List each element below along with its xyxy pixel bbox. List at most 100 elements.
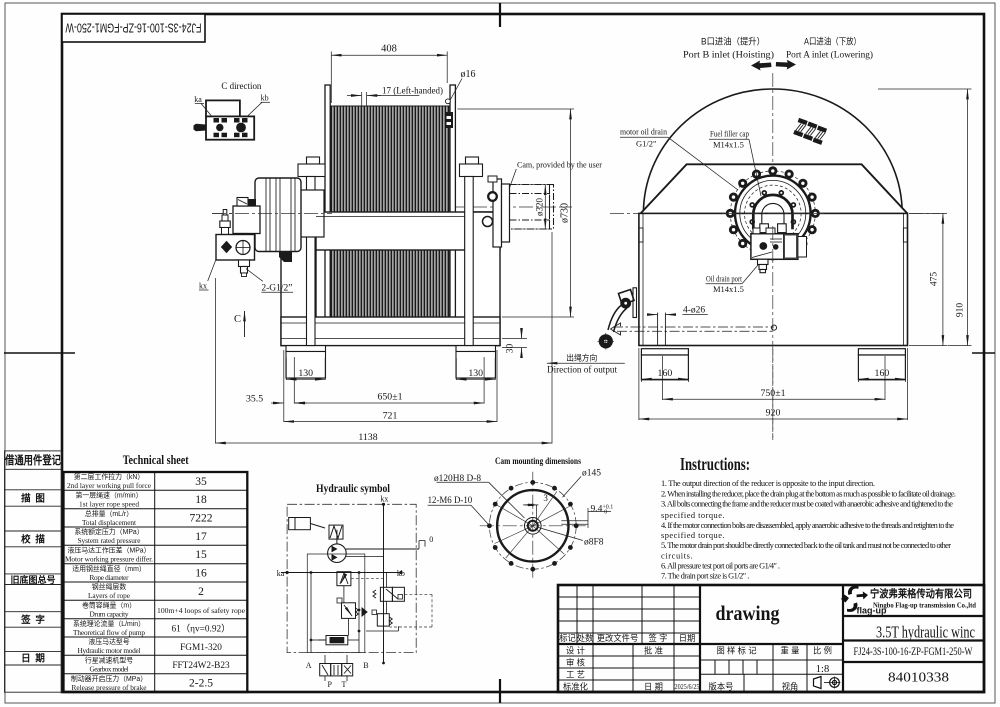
- svg-text:0: 0: [429, 535, 433, 544]
- svg-text:ø730: ø730: [560, 203, 571, 223]
- svg-text:650±1: 650±1: [378, 392, 403, 403]
- svg-text:借通用件登记: 借通用件登记: [4, 453, 61, 467]
- svg-text:5. The motor drain port should: 5. The motor drain port should be direct…: [661, 541, 951, 550]
- svg-text:Motor working pressure differ.: Motor working pressure differ.: [65, 555, 153, 564]
- svg-text:旧底图总号: 旧底图总号: [10, 574, 55, 585]
- svg-text:版本号: 版本号: [709, 682, 734, 692]
- svg-text:Hydraulic motor model: Hydraulic motor model: [78, 646, 141, 655]
- svg-text:475: 475: [930, 272, 940, 287]
- svg-text:17: 17: [195, 531, 207, 543]
- svg-text:Instructions:: Instructions:: [680, 454, 750, 474]
- svg-text:4. If the motor connection bol: 4. If the motor connection bolts are dis…: [661, 521, 954, 530]
- svg-text:Hydraulic symbol: Hydraulic symbol: [316, 481, 391, 495]
- svg-text:第一层绳速（m/min）: 第一层绳速（m/min）: [76, 491, 143, 500]
- svg-text:日 期: 日 期: [21, 653, 45, 665]
- svg-text:Port B inlet (Hoisting): Port B inlet (Hoisting): [683, 50, 774, 60]
- svg-text:Technical sheet: Technical sheet: [123, 453, 190, 467]
- svg-text:30: 30: [506, 344, 516, 354]
- svg-text:specified torque.: specified torque.: [661, 531, 725, 540]
- svg-text:签 字: 签 字: [20, 614, 45, 626]
- svg-text:35: 35: [195, 476, 207, 488]
- svg-text:motor oil drain: motor oil drain: [620, 127, 668, 137]
- svg-text:circuits.: circuits.: [661, 552, 693, 561]
- svg-text:标记: 标记: [559, 633, 576, 643]
- svg-text:卷筒容绳量（m）: 卷筒容绳量（m）: [82, 601, 136, 610]
- svg-text:Total displacement: Total displacement: [82, 518, 136, 527]
- svg-text:3. All bolts connecting the fr: 3. All bolts connecting the frame and th…: [661, 500, 953, 509]
- svg-text:3: 3: [543, 493, 548, 503]
- svg-text:ø145: ø145: [582, 469, 601, 479]
- svg-text:日期: 日期: [679, 633, 696, 643]
- svg-text:A: A: [306, 661, 312, 670]
- svg-text:1. The output direction of the: 1. The output direction of the reducer i…: [661, 479, 875, 488]
- svg-text:液压马达工作压差（MPa）: 液压马达工作压差（MPa）: [67, 546, 150, 555]
- svg-text:130: 130: [468, 368, 483, 379]
- svg-text:9.4+0.10: 9.4+0.10: [591, 505, 614, 516]
- svg-text:12-M6 D-10: 12-M6 D-10: [428, 496, 473, 506]
- svg-text:2. When installing the reducer: 2. When installing the reducer, place th…: [661, 490, 956, 499]
- svg-text:16: 16: [195, 568, 207, 580]
- svg-text:2nd layer working pull force: 2nd layer working pull force: [67, 481, 151, 490]
- svg-text:A口进油（下放）: A口进油（下放）: [804, 36, 861, 47]
- svg-text:FJ24-3S-100-16-ZP-FGM1-250-W: FJ24-3S-100-16-ZP-FGM1-250-W: [854, 646, 973, 658]
- svg-text:批 准: 批 准: [644, 646, 663, 656]
- svg-text:ka: ka: [194, 95, 202, 104]
- svg-text:Theoretical flow of pump: Theoretical flow of pump: [73, 628, 145, 637]
- svg-text:2-2.5: 2-2.5: [189, 678, 213, 690]
- svg-text:ka: ka: [277, 569, 285, 578]
- svg-text:比 例: 比 例: [813, 646, 832, 656]
- svg-text:Gearbox model: Gearbox model: [90, 665, 129, 674]
- svg-text:1:8: 1:8: [816, 664, 829, 675]
- svg-text:721: 721: [383, 411, 398, 422]
- svg-text:61（ηv=0.92）: 61（ηv=0.92）: [172, 624, 231, 635]
- svg-text:Oil drain port: Oil drain port: [706, 274, 742, 284]
- svg-text:15: 15: [195, 549, 207, 561]
- svg-text:视角: 视角: [782, 682, 799, 692]
- svg-text:Direction of output: Direction of output: [547, 364, 617, 374]
- svg-text:408: 408: [381, 44, 397, 55]
- svg-text:FFT24W2-B23: FFT24W2-B23: [172, 661, 230, 671]
- svg-text:4-ø26: 4-ø26: [683, 306, 705, 316]
- svg-text:描 图: 描 图: [21, 493, 45, 505]
- svg-text:液压马达型号: 液压马达型号: [88, 637, 129, 646]
- svg-text:Port A inlet (Lowering): Port A inlet (Lowering): [786, 50, 873, 60]
- svg-text:B口进油（提升）: B口进油（提升）: [701, 36, 765, 47]
- svg-text:130: 130: [298, 368, 313, 379]
- svg-text:工 艺: 工 艺: [566, 670, 585, 680]
- svg-text:ø16: ø16: [461, 69, 476, 80]
- svg-text:2025/6/25: 2025/6/25: [675, 682, 700, 691]
- svg-text:处数: 处数: [577, 633, 594, 643]
- svg-text:校 描: 校 描: [21, 534, 45, 546]
- svg-text:Release pressure of brake: Release pressure of brake: [72, 683, 147, 692]
- svg-text:FJ24-3S-100-16-ZP-FGM1-250-W: FJ24-3S-100-16-ZP-FGM1-250-W: [65, 21, 201, 35]
- svg-text:750±1: 750±1: [761, 388, 786, 399]
- svg-text:160: 160: [875, 368, 890, 379]
- svg-text:总排量（mL/r）: 总排量（mL/r）: [85, 509, 133, 518]
- svg-text:2: 2: [198, 586, 204, 598]
- svg-text:审 核: 审 核: [566, 658, 585, 668]
- svg-text:M14x1.5: M14x1.5: [713, 284, 744, 294]
- svg-text:系统理论流量（L/min）: 系统理论流量（L/min）: [73, 619, 145, 628]
- svg-text:出绳方向: 出绳方向: [566, 353, 597, 363]
- svg-text:系统额定压力（MPa）: 系统额定压力（MPa）: [74, 527, 143, 536]
- svg-text:G1/2": G1/2": [636, 139, 656, 149]
- svg-text:Layers of rope: Layers of rope: [88, 591, 130, 600]
- svg-text:ø120H8 D-8: ø120H8 D-8: [434, 474, 481, 484]
- svg-text:3.5T hydraulic winc: 3.5T hydraulic winc: [876, 623, 975, 642]
- svg-text:specified torque.: specified torque.: [661, 511, 725, 520]
- svg-text:更改文件号: 更改文件号: [597, 633, 639, 643]
- svg-text:1st layer rope speed: 1st layer rope speed: [79, 500, 139, 509]
- svg-text:签 字: 签 字: [649, 633, 668, 643]
- svg-text:Cam, provided by the user: Cam, provided by the user: [517, 160, 602, 170]
- svg-text:Drum capacity: Drum capacity: [90, 610, 129, 619]
- svg-text:ø8F8: ø8F8: [584, 538, 604, 548]
- svg-text:宁波弗莱格传动有限公司: 宁波弗莱格传动有限公司: [870, 587, 972, 600]
- svg-text:2-G1/2”: 2-G1/2”: [261, 283, 292, 293]
- svg-text:System rated pressure: System rated pressure: [78, 536, 141, 545]
- svg-text:Cam mounting dimensions: Cam mounting dimensions: [495, 457, 581, 467]
- svg-text:M14x1.5: M14x1.5: [713, 140, 744, 150]
- svg-text:kx: kx: [380, 495, 388, 504]
- svg-text:ø320: ø320: [535, 198, 545, 217]
- svg-text:C direction: C direction: [221, 82, 261, 92]
- svg-text:84010338: 84010338: [888, 670, 949, 685]
